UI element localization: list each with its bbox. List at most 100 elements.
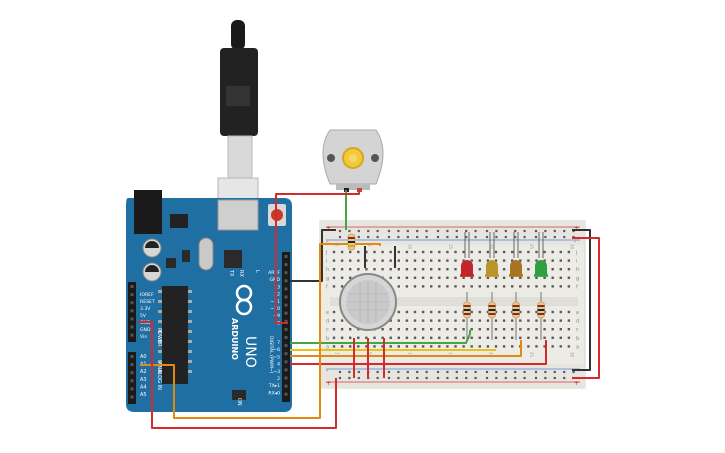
analog-section-label: ANALOG IN [156,362,162,390]
wire-rail-red[interactable] [572,237,600,379]
yellow-led[interactable] [485,232,499,277]
header-pin-label: 13 [274,284,280,290]
column-number: 20 [488,244,493,250]
rail-sign: - [326,367,328,374]
row-letter: d [576,319,579,325]
digital-pin-label: TX▸1 [268,383,280,389]
rail-sign: + [326,225,331,232]
wire-gnd-black[interactable] [290,229,336,282]
model-text: UNO [242,336,258,368]
rail-sign: - [326,238,328,245]
wire-rail-black[interactable] [572,229,591,371]
analog-pin-label: A2 [140,369,147,375]
column-number: 15 [448,244,453,250]
row-letter: i [576,259,577,265]
wires [138,190,600,429]
column-number: 1 [335,352,340,355]
analog-header[interactable] [128,352,136,404]
rail-sign: + [574,225,579,232]
column-number: 25 [529,352,534,358]
power-pin-label: GND [140,327,151,333]
tx-led-label: TX [228,269,234,277]
row-letter: h [576,267,579,273]
brand-text: ARDUINO [230,318,239,360]
power-pin-label: Vin [140,334,147,340]
power-jack [134,190,162,234]
column-number: 15 [448,352,453,358]
column-number: 5 [367,244,372,247]
row-letter: b [576,336,579,342]
column-number: 30 [569,352,574,358]
row-letter: g [326,276,329,282]
digital-header[interactable] [282,252,290,402]
column-number: 10 [407,244,412,250]
analog-pin-label: A4 [140,384,147,390]
arduino-uno-board[interactable]: ARDUINO UNO TX RX L ON AREFGND1312~11~10… [126,190,292,412]
digital-pin-label: 7 [277,340,280,346]
header-pin-label: GND [269,277,280,283]
rail-sign: - [574,238,576,245]
column-number: 20 [488,352,493,358]
row-letter: b [326,336,329,342]
digital-pin-label: 2 [277,376,280,382]
row-letter: e [326,310,329,316]
green-led[interactable] [534,232,548,277]
row-letter: e [576,310,579,316]
analog-pin-label: A5 [140,392,147,398]
row-letter: h [326,267,329,273]
resistor-motor[interactable] [347,233,356,251]
column-number: 5 [367,352,372,355]
on-label: ON [236,398,242,406]
row-letter: j [325,250,327,256]
digital-pin-label: ~6 [273,347,280,353]
arduino-logo-icon [235,284,253,316]
power-pin-label: RESET [140,299,155,305]
row-letter: f [576,284,578,290]
wire-sensor-orange[interactable] [140,243,381,419]
analog-pin-label: A0 [140,354,147,360]
digital-pin-label: ~5 [273,354,280,360]
wire-motor-red[interactable] [275,190,360,324]
power-pin-label: 3.3V [140,306,151,312]
row-letter: a [326,344,329,350]
column-number: 10 [407,352,412,358]
red-led[interactable] [460,232,474,277]
resistor[interactable] [512,292,520,340]
digital-section-label: DIGITAL (PWM~) [268,336,274,374]
digital-pin-label: ~3 [273,369,280,375]
row-letter: d [326,319,329,325]
wire-pin7-green[interactable] [290,330,471,344]
power-pin-label: 5V [140,313,147,319]
rx-led-label: RX [238,270,244,277]
resistor[interactable] [537,292,545,340]
row-letter: g [576,276,579,282]
usb-socket [217,199,259,231]
header-pin-label: 12 [274,292,280,298]
column-number: 1 [335,244,340,247]
digital-pin-label: 4 [277,362,280,368]
power-pin-label: IOREF [140,292,154,298]
row-letter: c [326,327,329,333]
gas-sensor[interactable] [339,273,397,331]
analog-pin-label: A3 [140,377,147,383]
row-letter: i [326,259,327,265]
rail-sign: + [326,380,331,387]
row-letter: a [576,344,579,350]
header-pin-label: AREF [268,270,280,276]
power-section-label: POWER [156,328,162,347]
l-led-label: L [254,270,260,273]
column-number: 30 [569,244,574,250]
row-letter: j [575,250,577,256]
wire-5v-red[interactable] [138,321,337,429]
resistor[interactable] [488,292,496,340]
wire-pin4-red[interactable] [290,340,547,365]
resistor[interactable] [463,292,471,340]
digital-pin-label: RX◂0 [268,390,280,396]
usb-cable[interactable] [217,20,259,215]
dc-motor[interactable] [322,129,384,192]
row-letter: f [326,284,328,290]
column-number: 25 [529,244,534,250]
orange-led[interactable] [509,232,523,277]
row-letter: c [576,327,579,333]
